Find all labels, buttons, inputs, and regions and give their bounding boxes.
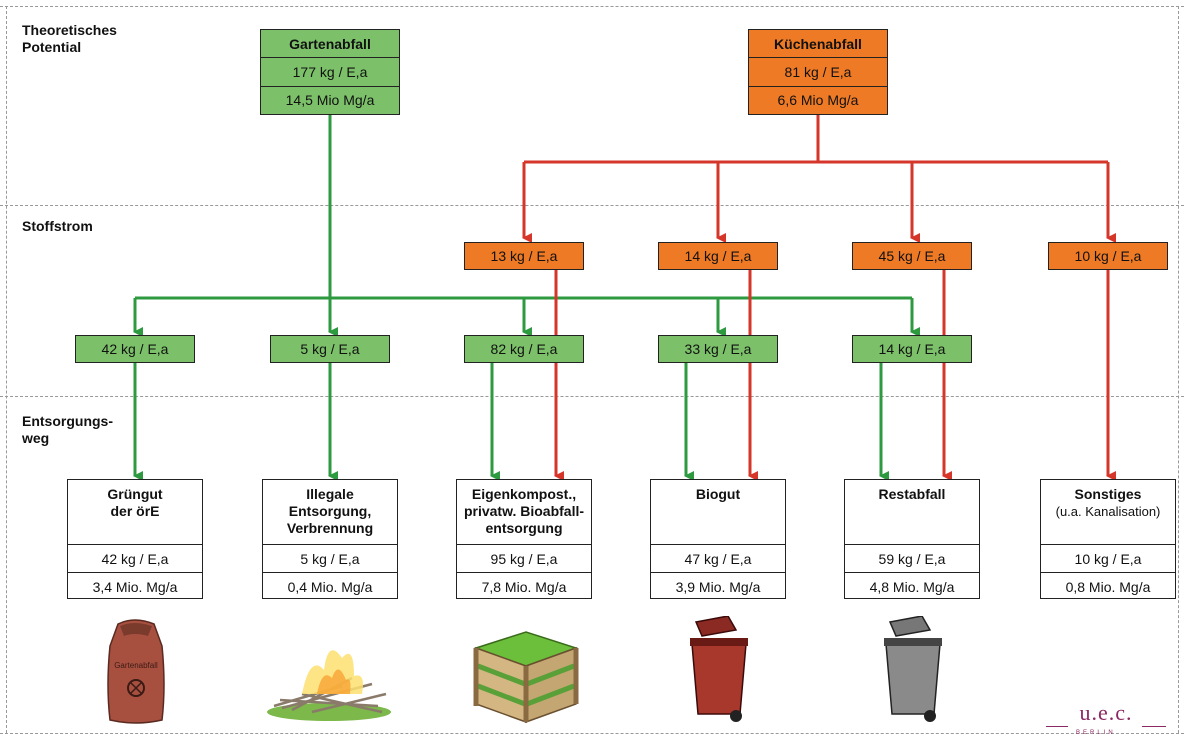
section-label-flow: Stoffstrom xyxy=(22,218,93,234)
kitchen-waste-total: 6,6 Mio Mg/a xyxy=(749,85,887,114)
sack-label: Gartenabfall xyxy=(114,661,158,670)
destination-title: Illegale Entsorgung, Verbrennung xyxy=(286,486,374,536)
destination-per-capita: 47 kg / E,a xyxy=(651,544,785,573)
kitchen-waste-title: Küchenabfall xyxy=(774,35,862,52)
garden-waste-per-capita: 177 kg / E,a xyxy=(261,57,399,85)
garden-flow-4: 33 kg / E,a xyxy=(658,335,778,363)
right-border xyxy=(1178,6,1179,733)
brown-bin-icon xyxy=(690,616,748,722)
kitchen-flow-3: 45 kg / E,a xyxy=(852,242,972,270)
kitchen-waste-box: Küchenabfall 81 kg / E,a 6,6 Mio Mg/a xyxy=(748,29,888,115)
destination-per-capita: 42 kg / E,a xyxy=(68,544,202,573)
destination-title: Eigenkompost., privatw. Bioabfall- entso… xyxy=(463,486,585,536)
destination-title: Grüngut der örE xyxy=(107,486,163,519)
kitchen-flow-1: 13 kg / E,a xyxy=(464,242,584,270)
logo-subtext: BERLIN xyxy=(1076,730,1116,736)
garden-flow-2: 5 kg / E,a xyxy=(270,335,390,363)
destination-total: 0,8 Mio. Mg/a xyxy=(1041,572,1175,601)
garden-waste-box: Gartenabfall 177 kg / E,a 14,5 Mio Mg/a xyxy=(260,29,400,115)
destination-residual-waste: Restabfall 59 kg / E,a 4,8 Mio. Mg/a xyxy=(844,479,980,599)
section-label-potential: Theoretisches Potential xyxy=(22,22,117,55)
section-label-disposal: Entsorgungs- weg xyxy=(22,413,113,446)
destination-per-capita: 95 kg / E,a xyxy=(457,544,591,573)
top-border xyxy=(0,6,1184,7)
kitchen-flow-2: 14 kg / E,a xyxy=(658,242,778,270)
destination-title-main: Sonstiges xyxy=(1074,486,1142,502)
garden-flow-1: 42 kg / E,a xyxy=(75,335,195,363)
uec-berlin-logo: u.e.c. BERLIN xyxy=(1046,700,1166,736)
garden-waste-title: Gartenabfall xyxy=(289,35,371,52)
divider-disposal xyxy=(0,396,1184,397)
destination-title: Biogut xyxy=(695,486,741,502)
destination-other: Sonstiges (u.a. Kanalisation) 10 kg / E,… xyxy=(1040,479,1176,599)
destination-title: Sonstiges (u.a. Kanalisation) xyxy=(1041,486,1175,520)
garden-flow-3: 82 kg / E,a xyxy=(464,335,584,363)
kitchen-waste-per-capita: 81 kg / E,a xyxy=(749,57,887,85)
destination-total: 3,4 Mio. Mg/a xyxy=(68,572,202,601)
divider-flow xyxy=(0,205,1184,206)
logo-rule-right xyxy=(1142,726,1166,727)
destination-total: 7,8 Mio. Mg/a xyxy=(457,572,591,601)
destination-total: 4,8 Mio. Mg/a xyxy=(845,572,979,601)
destination-per-capita: 10 kg / E,a xyxy=(1041,544,1175,573)
destination-total: 0,4 Mio. Mg/a xyxy=(263,572,397,601)
garden-waste-total: 14,5 Mio Mg/a xyxy=(261,85,399,114)
garden-flow-5: 14 kg / E,a xyxy=(852,335,972,363)
destination-illegal-disposal: Illegale Entsorgung, Verbrennung 5 kg / … xyxy=(262,479,398,599)
kitchen-flow-4: 10 kg / E,a xyxy=(1048,242,1168,270)
destination-biowaste: Biogut 47 kg / E,a 3,9 Mio. Mg/a xyxy=(650,479,786,599)
destination-per-capita: 59 kg / E,a xyxy=(845,544,979,573)
fire-icon xyxy=(267,650,391,721)
grey-bin-icon xyxy=(884,616,942,722)
left-border xyxy=(6,6,7,733)
compost-bin-icon xyxy=(473,631,579,724)
logo-text: u.e.c. xyxy=(1079,700,1133,725)
destination-green-waste: Grüngut der örE 42 kg / E,a 3,4 Mio. Mg/… xyxy=(67,479,203,599)
bottom-border xyxy=(0,733,1184,734)
destination-subtitle: (u.a. Kanalisation) xyxy=(1055,504,1161,519)
destination-home-compost: Eigenkompost., privatw. Bioabfall- entso… xyxy=(456,479,592,599)
logo-rule-left xyxy=(1046,726,1068,727)
destination-total: 3,9 Mio. Mg/a xyxy=(651,572,785,601)
destination-title: Restabfall xyxy=(878,486,946,502)
destination-per-capita: 5 kg / E,a xyxy=(263,544,397,573)
sack-icon: Gartenabfall xyxy=(107,619,165,724)
